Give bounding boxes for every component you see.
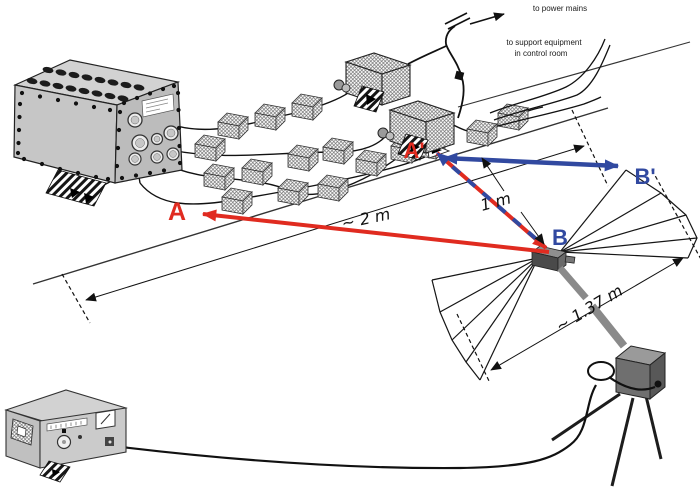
measuring-receiver	[4, 389, 128, 483]
coax-loop	[587, 361, 615, 381]
lisn1-strap-arrow	[366, 94, 376, 105]
label-to-power-mains: to power mains	[533, 4, 587, 13]
extent-dash-left	[61, 273, 91, 324]
eut-nameplate	[141, 93, 175, 118]
antenna-right-fan	[559, 169, 698, 259]
cable-support-box	[221, 187, 253, 215]
eut-panel-rivets	[15, 83, 183, 182]
point-label-a: A	[168, 198, 186, 226]
cable-support-box	[322, 137, 354, 165]
cable-support-box	[466, 119, 498, 147]
extent-dash-right-inner	[571, 109, 609, 187]
lisn1-connector-tip	[341, 83, 351, 93]
one-meter-leader-lower	[520, 211, 545, 245]
measurement-arrow-a-prime-to-b-prime	[442, 152, 620, 172]
coax-to-balun	[608, 376, 656, 391]
tripod-cable	[112, 361, 656, 470]
eut-ground-strap	[45, 169, 107, 207]
tripod-leg-middle	[610, 397, 635, 487]
eut-enclosure	[13, 59, 183, 207]
tripod-box-front	[615, 357, 651, 400]
receiver-handle-notch	[16, 425, 27, 438]
support-equipment-cables	[489, 38, 611, 127]
mains-cable-end-1	[447, 17, 471, 30]
cable-support-box	[254, 103, 286, 131]
label-to-support-equipment-line1: to support equipment	[506, 38, 582, 47]
lisn-box-2	[377, 100, 456, 161]
cable-support-box	[217, 112, 249, 140]
receiver-ground-strap	[39, 460, 71, 483]
cable-support-box	[194, 134, 226, 162]
cable-junction-node	[454, 70, 465, 81]
point-label-b: B	[552, 225, 568, 250]
dimension-label-137m: ~ 1.37 m	[552, 281, 626, 336]
antenna-left-fan	[431, 257, 539, 381]
antenna-tripod	[551, 345, 667, 487]
antenna-span-arrow	[490, 257, 684, 371]
power-mains-cable	[407, 12, 505, 119]
eut-top-vents	[26, 66, 145, 102]
receiver-small-button	[78, 435, 82, 439]
lisn-to-mains-cable	[407, 45, 447, 65]
one-meter-leaders	[481, 157, 545, 245]
extent-dashed-lines	[61, 109, 700, 382]
lisn2-strap-arrow	[410, 142, 420, 152]
extent-dash-right-outer	[651, 169, 700, 259]
support-cable-2	[493, 44, 611, 121]
eut-connectors	[127, 112, 180, 166]
cable-support-box	[355, 149, 387, 177]
cable-support-box	[317, 174, 349, 202]
cable-support-box	[287, 144, 319, 172]
tripod-box-connector	[654, 380, 662, 388]
receiver-scale	[46, 417, 88, 433]
receiver-meter	[95, 409, 116, 430]
mains-cable-riser	[444, 25, 465, 119]
power-mains-arrow	[469, 12, 505, 25]
lisn-box-1	[333, 52, 412, 113]
antenna-mast	[557, 265, 628, 349]
cable-support-box	[241, 158, 273, 186]
receiver-coax-cable	[112, 384, 597, 470]
point-label-a-prime: A'	[403, 138, 424, 163]
dimension-label-2m: ~ 2 m	[340, 204, 392, 233]
one-meter-leader-upper	[481, 157, 505, 192]
receiver-rf-connector-pin	[108, 440, 112, 444]
mains-cable-end-2	[444, 12, 468, 25]
cable-support-box	[291, 93, 323, 121]
measurement-arrow-a-prime-to-b	[435, 151, 548, 250]
cable-support-box	[203, 163, 235, 191]
biconical-antenna	[431, 169, 698, 381]
extent-dash-antenna-left	[456, 313, 490, 382]
support-cable-3	[497, 96, 602, 127]
antenna-span-dimension	[490, 257, 684, 371]
receiver-knob-center	[62, 440, 66, 444]
tripod-leg-right	[644, 395, 663, 460]
support-cable-1	[489, 38, 606, 114]
lisn2-connector-tip	[385, 131, 395, 141]
point-label-b-prime: B'	[634, 164, 655, 189]
table-back-edge	[457, 41, 691, 108]
label-to-support-equipment-line2: in control room	[515, 49, 568, 58]
